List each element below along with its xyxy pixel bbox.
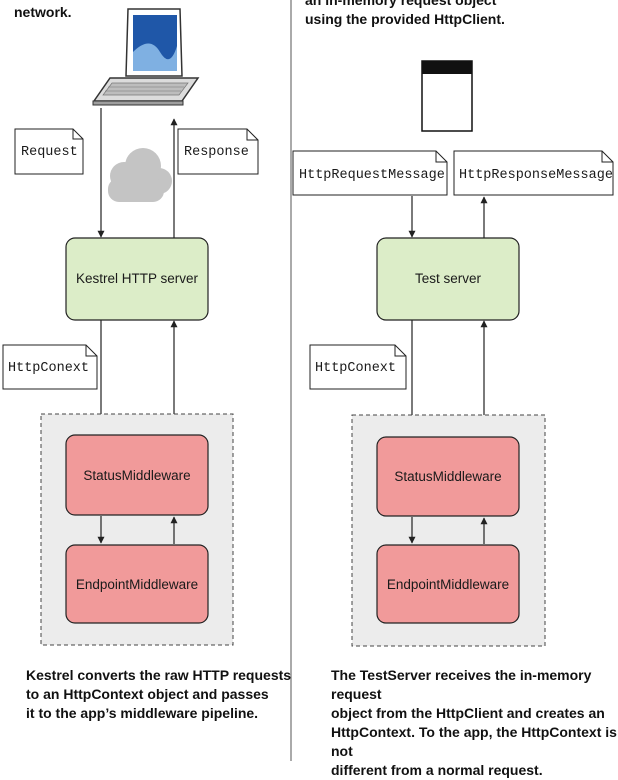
laptop-icon [92, 8, 200, 106]
right-bottom-caption: The TestServer receives the in-memory re… [331, 667, 617, 778]
response-message-note: HttpResponseMessage [453, 150, 614, 196]
response-message-note-label: HttpResponseMessage [459, 168, 613, 183]
http-context-note-left-label: HttpConext [8, 361, 89, 376]
kestrel-server-label: Kestrel HTTP server [76, 271, 199, 286]
cloud-icon [108, 148, 172, 202]
test-server-label: Test server [415, 271, 482, 286]
request-message-note: HttpRequestMessage [292, 150, 448, 196]
test-server-box: Test server [376, 237, 520, 321]
request-note-left: Request [14, 128, 84, 175]
status-middleware-box-left: StatusMiddleware [65, 434, 209, 516]
diagram-canvas: Request Response Kestrel HTTP server Htt… [2, 0, 614, 761]
http-context-note-left: HttpConext [2, 344, 98, 390]
response-note-left-label: Response [184, 145, 249, 160]
endpoint-middleware-label-left: EndpointMiddleware [76, 577, 198, 592]
right-top-caption: an in-memory request object using the pr… [305, 0, 505, 27]
request-note-left-label: Request [21, 145, 78, 160]
endpoint-middleware-label-right: EndpointMiddleware [387, 577, 509, 592]
status-middleware-label-right: StatusMiddleware [394, 469, 501, 484]
http-context-note-right: HttpConext [309, 344, 407, 390]
status-middleware-label-left: StatusMiddleware [83, 468, 190, 483]
left-top-caption: network. [14, 4, 72, 20]
http-context-note-right-label: HttpConext [315, 361, 396, 376]
http-client-window-icon [421, 60, 473, 132]
status-middleware-box-right: StatusMiddleware [376, 436, 520, 517]
left-bottom-caption: Kestrel converts the raw HTTP requests t… [26, 667, 292, 721]
endpoint-middleware-box-left: EndpointMiddleware [65, 544, 209, 624]
response-note-left: Response [177, 128, 259, 175]
request-message-note-label: HttpRequestMessage [299, 168, 445, 183]
endpoint-middleware-box-right: EndpointMiddleware [376, 544, 520, 624]
kestrel-server-box: Kestrel HTTP server [65, 237, 209, 321]
